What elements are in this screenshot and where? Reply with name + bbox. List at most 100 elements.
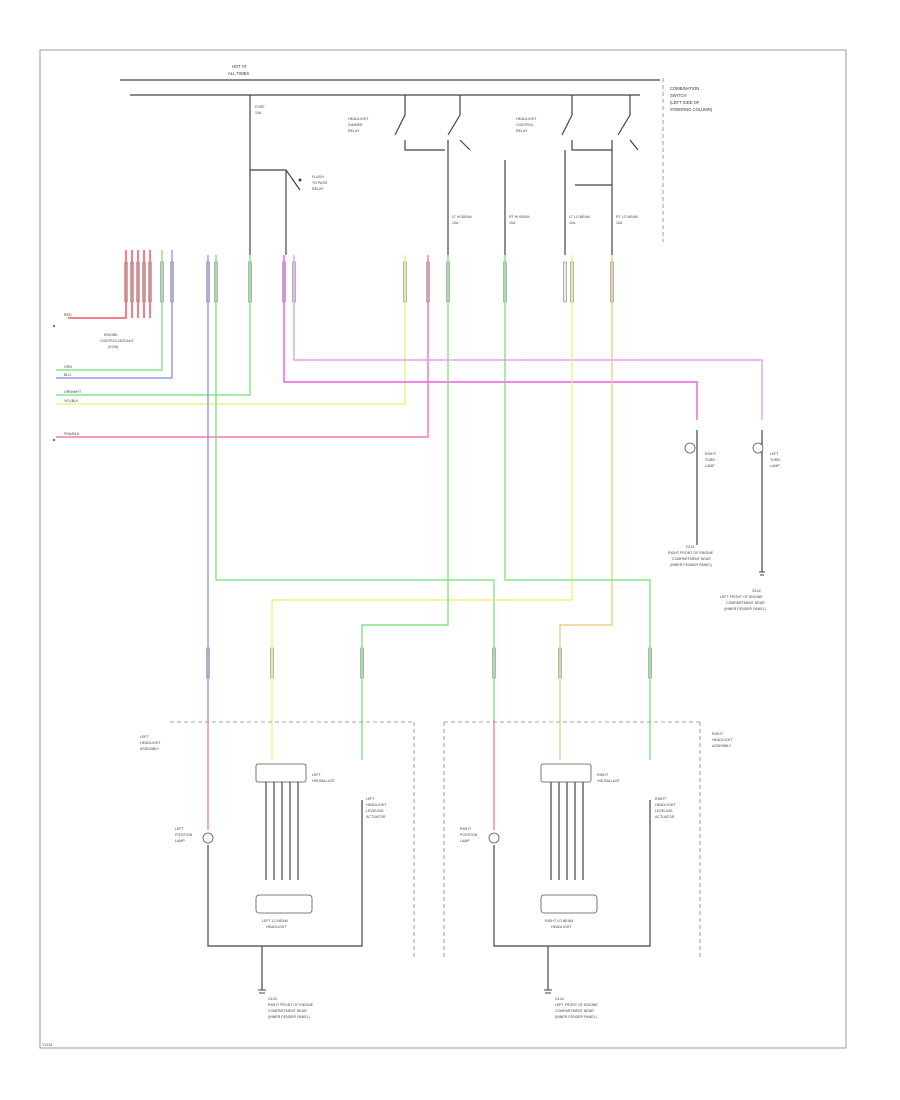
combination-switch-label-2: SWITCH [670, 93, 687, 98]
fuse-rt-hi-amp: 10A [509, 221, 516, 225]
ecm-label-1: ENGINE [104, 333, 118, 337]
right-pos-label-1: RIGHT [460, 827, 472, 831]
power-label: HOT AT [232, 64, 247, 69]
headlight-control-relay: HEADLIGHT CONTROL RELAY [504, 95, 639, 255]
wire-green-cross [215, 255, 495, 720]
wire-green-right [504, 255, 651, 760]
wire-blue [56, 250, 173, 379]
ground-left-label-1: G102 [752, 589, 761, 593]
right-pos-label-3: LAMP [460, 839, 470, 843]
right-turn-label-2: TURN [705, 458, 715, 462]
turn-lamp-wires: RIGHT TURN LAMP LEFT TURN LAMP G101 RIGH… [283, 255, 780, 611]
left-harness: RED GRN BLU GRN/WHT YEL/BLK PNK/BLK ENGI… [53, 250, 429, 441]
ground-br-1: G104 [555, 997, 564, 1001]
dimmer-relay-label-3: RELAY [348, 129, 360, 133]
right-pos-label-2: POSITION [460, 833, 478, 837]
ground-right-label-3: COMPARTMENT NEAR [672, 557, 711, 561]
combination-switch-label-3: (LEFT SIDE OF [670, 100, 700, 105]
ground-left-label-4: (INNER FENDER PANEL) [724, 607, 766, 611]
flash-relay-label-2: TO PASS [312, 181, 328, 185]
right-assy-label-3: ASSEMBLY [712, 744, 732, 748]
left-assy-label-3: ASSEMBLY [140, 747, 160, 751]
left-wire-label-5: YEL/BLK [64, 399, 79, 403]
left-pos-label-2: POSITION [175, 833, 193, 837]
diagram-frame [39, 49, 847, 1049]
ground-left-label-3: COMPARTMENT NEAR [726, 601, 765, 605]
flash-relay-label-3: RELAY [312, 187, 324, 191]
headlight-dimmer-relay: HEADLIGHT DIMMER RELAY [348, 95, 471, 255]
connector-pin [563, 261, 567, 303]
dimmer-relay-label-1: HEADLIGHT [348, 117, 369, 121]
right-hid-label-1: RIGHT [597, 773, 609, 777]
left-assy-label-2: HEADLIGHT [140, 741, 161, 745]
left-ballast-wires [265, 782, 299, 880]
left-wire-label-3: BLU [64, 373, 71, 377]
wire-yellow-left [271, 255, 573, 760]
ground-br-2: LEFT FRONT OF ENGINE [555, 1003, 598, 1007]
fuse-rt-hi: RT HI BEAM [509, 215, 529, 219]
left-lev-label-1: LEFT [366, 797, 376, 801]
right-hid-label-2: HID BALLAST [597, 779, 621, 783]
ground-br-4: (INNER FENDER PANEL) [555, 1015, 597, 1019]
ground-left-label-2: LEFT FRONT OF ENGINE [720, 595, 763, 599]
ecm-label-2: CONTROL MODULE [100, 339, 134, 343]
wire-tan-right [559, 255, 613, 760]
combination-switch-label-1: COMBINATION [670, 86, 699, 91]
fuse-rt-lo: RT LO BEAM [616, 215, 638, 219]
beam-fuses: LT HI BEAM 10A RT HI BEAM 10A LT LO BEAM… [452, 215, 638, 225]
fuse-amp-label: 10A [255, 111, 262, 115]
left-wire-label-4: GRN/WHT [64, 390, 82, 394]
fuse-flash-branch: FUSE 10A FLASH TO PASS RELAY [249, 95, 328, 255]
fuse-lt-hi-amp: 10A [452, 221, 459, 225]
ground-bl-2: RIGHT FRONT OF ENGINE [268, 1003, 314, 1007]
left-turn-label-1: LEFT [770, 452, 780, 456]
control-relay-label-1: HEADLIGHT [516, 117, 537, 121]
combination-switch-label-4: STEERING COLUMN) [670, 107, 713, 112]
control-relay-label-3: RELAY [516, 129, 528, 133]
power-sublabel: ALL TIMES [228, 71, 249, 76]
combination-switch: COMBINATION SWITCH (LEFT SIDE OF STEERIN… [662, 78, 713, 242]
ground-bl-1: G103 [268, 997, 277, 1001]
left-lamp-name-2: HEADLIGHT [266, 925, 287, 929]
right-turn-label-3: LAMP [705, 464, 715, 468]
right-lev-label-1: RIGHT [655, 797, 667, 801]
ground-bl-4: (INNER FENDER PANEL) [268, 1015, 310, 1019]
right-lev-label-3: LEVELING [655, 809, 673, 813]
right-assy-label-1: RIGHT [712, 732, 724, 736]
left-lamp-name-1: LEFT LO BEAM [262, 919, 288, 923]
right-assy-label-2: HEADLIGHT [712, 738, 733, 742]
ecm-label-3: (ECM) [108, 345, 118, 349]
left-assy-label-1: LEFT [140, 735, 150, 739]
control-relay-label-2: CONTROL [516, 123, 534, 127]
right-turn-label-1: RIGHT [705, 452, 717, 456]
left-turn-label-2: TURN [770, 458, 780, 462]
right-headlight-assembly: RIGHT HEADLIGHT ASSEMBLY RIGHT POSITION … [443, 721, 733, 994]
fuse-lt-lo: LT LO BEAM [569, 215, 590, 219]
left-pos-label-1: LEFT [175, 827, 185, 831]
left-pos-label-3: LAMP [175, 839, 185, 843]
left-wire-label-2: GRN [64, 365, 72, 369]
right-lev-label-2: HEADLIGHT [655, 803, 676, 807]
fuse-label: FUSE [255, 105, 265, 109]
flash-relay-label-1: FLASH [312, 175, 324, 179]
right-lev-label-4: ACTUATOR [655, 815, 675, 819]
dimmer-relay-label-2: DIMMER [348, 123, 363, 127]
left-hid-label-2: HID BALLAST [312, 779, 336, 783]
ground-right-label-4: (INNER FENDER PANEL) [670, 563, 712, 567]
wire-yellow [56, 255, 406, 405]
left-lev-label-3: LEVELING [366, 809, 384, 813]
left-lev-label-4: ACTUATOR [366, 815, 386, 819]
wire-green-left [361, 255, 449, 760]
right-lamp-name-2: HEADLIGHT [551, 925, 572, 929]
wire-green-1 [56, 250, 163, 371]
left-wire-label-6: PNK/BLK [64, 432, 80, 436]
fuse-rt-lo-amp: 10A [616, 221, 623, 225]
headlight-feed-wires [207, 255, 651, 830]
left-turn-label-3: LAMP [770, 464, 780, 468]
wire-violet [293, 255, 763, 420]
wire-pink [56, 255, 429, 438]
ground-right-label-1: G101 [686, 545, 695, 549]
left-lev-label-2: HEADLIGHT [366, 803, 387, 807]
fuse-lt-hi: LT HI BEAM [452, 215, 472, 219]
